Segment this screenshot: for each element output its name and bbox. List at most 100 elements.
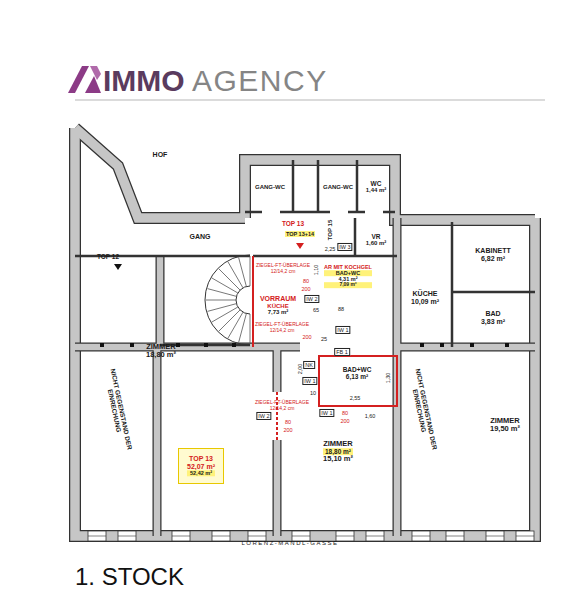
area-value: 3,83 m² [481,318,505,326]
room-label: ZIMMER19,50 m² [490,417,520,434]
room: GANG [150,222,250,252]
room: GANG-WC [248,164,292,210]
plan-label: 200 [340,418,349,424]
room-name: ZIMMER [490,417,520,425]
logo-text: IMMO [103,64,185,97]
room: WC1,44 m² [359,164,393,210]
room-label: TOP 1352,07 m²52,42 m² [187,455,215,476]
rotated-note: NICHT GEGENSTAND DER EINRECHUNG [100,357,136,463]
plan-label: 2,25 [325,246,336,252]
room: ZIMMER18,80 m²15,10 m² [281,410,395,524]
room-label: KABINETT6,82 m² [475,247,510,262]
area-value: KÜCHE [260,302,296,309]
room-name: VORRAUM [260,295,296,303]
room-label: AR MIT KOCHGELBAD+WC4,31 m²7,09 m² [324,264,372,288]
area-box: TOP 1352,07 m²52,42 m² [178,448,224,484]
plan-label: 200 [302,334,311,340]
area-value: 6,13 m² [343,373,372,380]
room-name: GANG-WC [323,184,353,191]
room-label: VR1,60 m² [366,233,387,247]
area-value: 18,80 m² [323,448,353,455]
room: BAD+WC6,13 m² [321,358,395,390]
area-value: 52,42 m² [187,471,215,477]
plan-label: 25 [321,336,327,342]
windows [88,531,534,541]
rotated-note: TOP 15 [327,220,334,240]
plan-label: 65 [313,307,319,313]
logo-text: AGENCY [192,64,328,97]
room-label: VORRAUMKÜCHE7,73 m² [260,295,296,316]
wall-tag: IW 2 [256,412,271,420]
plan-label: 2,55 [350,395,361,401]
room: KABINETT6,82 m² [456,224,532,288]
room-label: ZIMMER18,80 m²15,10 m² [323,440,353,464]
plan-label: 200 [301,286,310,292]
entry-marker [114,264,122,270]
room-name: WC [366,180,387,187]
wall-tag: IW 1 [302,377,317,385]
plan-label: TOP 13+14 [285,231,315,237]
plan-label: 80 [303,278,309,284]
plan-label: ZIEGEL-FT-ÜBERLAGE 12/14,2 cm [253,263,313,274]
wall-tag: IW 2 [304,295,319,303]
plan-label: 10 [310,390,316,396]
room-name: TOP 13 [187,455,215,463]
room-name: KÜCHE [411,290,439,298]
plan-label: TOP 13 [282,220,304,227]
area-value: 1,60 m² [366,240,387,247]
room-label: GANG-WC [255,184,285,191]
plan-label: 88 [338,306,344,312]
plan-label: 200 [283,427,292,433]
area-value: 7,73 m² [260,309,296,316]
room-label: WC1,44 m² [366,180,387,194]
room: GANG-WC [321,164,356,210]
plan-label: 1,60 [365,413,376,419]
room: BAD3,83 m² [456,296,532,343]
area-value: 18,80 m² [146,351,176,359]
plan-label: TOP 12 [97,253,119,260]
room-label: GANG [190,233,211,241]
wall-tag: FB 1 [334,348,350,356]
entry-marker [296,243,304,249]
floor-caption: 1. STOCK [75,564,184,590]
room-name: GANG [190,233,211,241]
walls [75,128,535,536]
area-value: BAD+WC [324,270,372,276]
room-label: BAD+WC6,13 m² [343,366,372,380]
area-value: 19,50 m² [490,425,520,433]
room-label: BAD3,83 m² [481,310,505,325]
area-value: 6,82 m² [475,255,510,263]
rotated-note: 1,10 [313,265,319,276]
room: VORRAUMKÜCHE7,73 m² [256,288,300,322]
room: TOP 1352,07 m²52,42 m²ZIMMER18,80 m² [161,351,273,524]
room-name: KABINETT [475,247,510,255]
room: VR1,60 m² [357,222,395,254]
plan-label: ZIEGEL-FT-ÜBERLAGE 12/14,2 cm [252,322,312,333]
room: KÜCHE10,09 m² [400,258,450,344]
logo-icon [68,66,101,93]
wall-tag: IW 3 [337,243,352,251]
room-name: VR [366,233,387,240]
plan-label: 80 [285,419,291,425]
room-name: ZIMMER [323,440,353,448]
room: AR MIT KOCHGELBAD+WC4,31 m²7,09 m² [320,258,378,294]
wall-tag: IW 1 [319,409,334,417]
room-label: KÜCHE10,09 m² [411,290,439,305]
room-name: GANG-WC [255,184,285,191]
plan-label: ZIEGEL-FT-ÜBERLAGE 12/14,2 cm [252,400,312,411]
stair-steps [206,256,250,344]
wall-tag: IW 1 [335,326,350,334]
room-name: BAD+WC [343,366,372,373]
area-value: 7,09 m² [324,282,372,288]
area-value: 1,44 m² [366,187,387,194]
plan-label: LORENZ-MANDL-GASSE [241,540,338,547]
plan-label: 80 [342,410,348,416]
room-name: ZIMMER [146,343,176,351]
wall-tag: NK [303,361,315,369]
area-value: 10,09 m² [411,298,439,306]
area-value: 52,07 m² [187,463,215,471]
rotated-note: 1,30 [385,373,391,384]
logo-rule [75,99,545,101]
plan-label: HOF [153,151,168,159]
